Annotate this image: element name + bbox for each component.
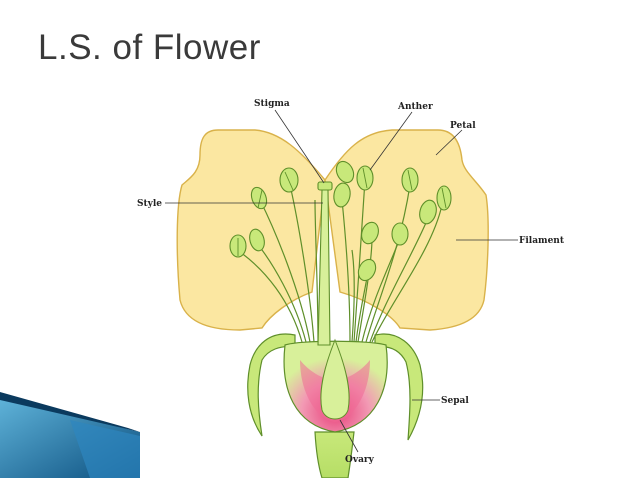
- label-anther: Anther: [397, 102, 433, 112]
- ovary-chamber: [284, 340, 387, 432]
- label-sepal: Sepal: [441, 396, 469, 406]
- label-filament: Filament: [519, 236, 565, 246]
- petal-left: [177, 130, 325, 330]
- label-style: Style: [137, 199, 162, 209]
- label-petal: Petal: [450, 121, 476, 131]
- label-stigma: Stigma: [254, 99, 290, 109]
- label-ovary: Ovary: [345, 455, 375, 465]
- corner-decoration: [0, 392, 140, 478]
